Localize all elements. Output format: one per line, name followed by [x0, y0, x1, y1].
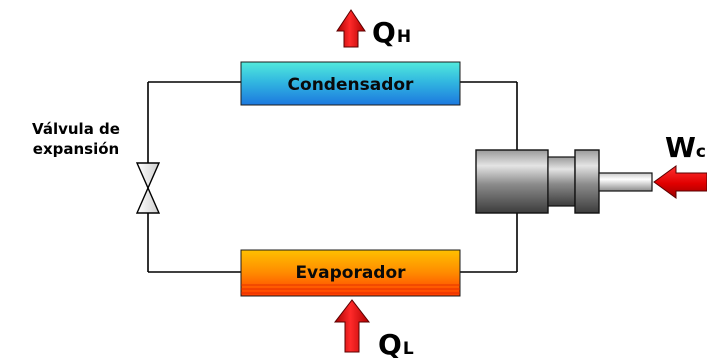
- compressor-piston-rod: [598, 172, 653, 192]
- compressor: [475, 149, 653, 214]
- heat-out-label: QH: [372, 16, 411, 49]
- condenser: Condensador: [240, 61, 461, 106]
- valve-label-line2: expansión: [33, 140, 119, 158]
- heat-in-subscript: L: [403, 339, 414, 358]
- condenser-box: [240, 61, 461, 106]
- valve-upper-triangle: [135, 162, 161, 190]
- work-in-symbol: W: [665, 131, 696, 164]
- evaporator-label: Evaporador: [295, 263, 406, 283]
- work-in-subscript: c: [696, 142, 706, 162]
- heat-in-label: QL: [378, 328, 414, 358]
- compressor-piston-head: [547, 156, 576, 207]
- compressor-cylinder: [475, 149, 549, 214]
- heat-out-subscript: H: [397, 27, 411, 47]
- work-in-label: Wc: [665, 131, 706, 164]
- evaporator: Evaporador: [240, 249, 461, 297]
- work-in-arrow: [653, 165, 707, 199]
- evaporator-stripes: [241, 284, 460, 294]
- heat-out-symbol: Q: [372, 16, 396, 49]
- heat-in-arrow: [333, 299, 371, 353]
- condenser-label: Condensador: [288, 75, 414, 95]
- evaporator-box: [240, 249, 461, 297]
- expansion-valve: [135, 162, 161, 214]
- heat-out-arrow: [336, 9, 366, 48]
- valve-label-line1: Válvula de: [32, 120, 120, 138]
- pipe-loop: [147, 81, 518, 273]
- heat-in-symbol: Q: [378, 328, 402, 358]
- compressor-piston-end: [574, 149, 600, 214]
- valve-lower-triangle: [135, 186, 161, 214]
